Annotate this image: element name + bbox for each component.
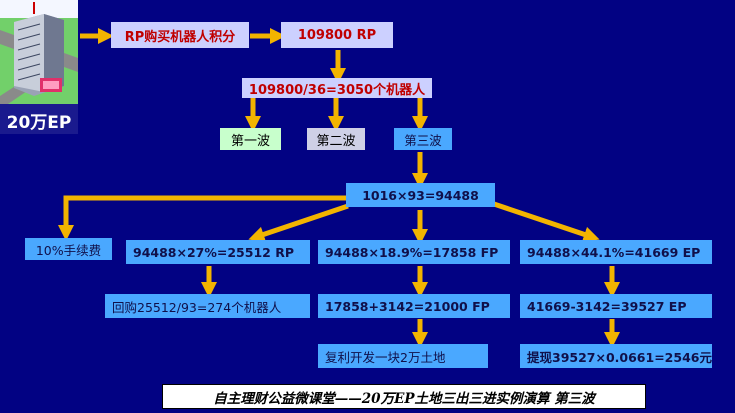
arrow-total-to-rp xyxy=(248,203,349,243)
withdraw-box: 提现39527×0.0661=2546元 xyxy=(520,344,712,368)
ep-sub-box: 41669-3142=39527 EP xyxy=(520,294,712,318)
wave3-box: 第三波 xyxy=(394,128,452,150)
rp-branch-box: 94488×27%=25512 RP xyxy=(126,240,310,264)
compound-box: 复利开发一块2万土地 xyxy=(318,344,488,368)
arrow-total-to-fee xyxy=(57,195,346,242)
ep-branch-box: 94488×44.1%=41669 EP xyxy=(520,240,712,264)
rp-amount-box: 109800 RP xyxy=(281,22,393,48)
robot-count-box: 109800/36=3050个机器人 xyxy=(242,78,432,98)
rp-purchase-box: RP购买机器人积分 xyxy=(111,22,249,48)
fp-branch-box: 94488×18.9%=17858 FP xyxy=(318,240,510,264)
wave2-box: 第二波 xyxy=(307,128,365,150)
fp-sum-box: 17858+3142=21000 FP xyxy=(318,294,510,318)
buyback-box: 回购25512/93=274个机器人 xyxy=(105,294,310,318)
entity-label: 20万EP xyxy=(6,113,72,133)
footer-caption: 自主理财公益微课堂——20万EP土地三出三进实例演算 第三波 xyxy=(162,384,646,409)
wave1-box: 第一波 xyxy=(220,128,281,150)
arrow-total-to-ep xyxy=(493,201,600,243)
total-box: 1016×93=94488 xyxy=(346,183,495,207)
fee-box: 10%手续费 xyxy=(25,238,112,260)
office-building-icon xyxy=(0,0,78,134)
